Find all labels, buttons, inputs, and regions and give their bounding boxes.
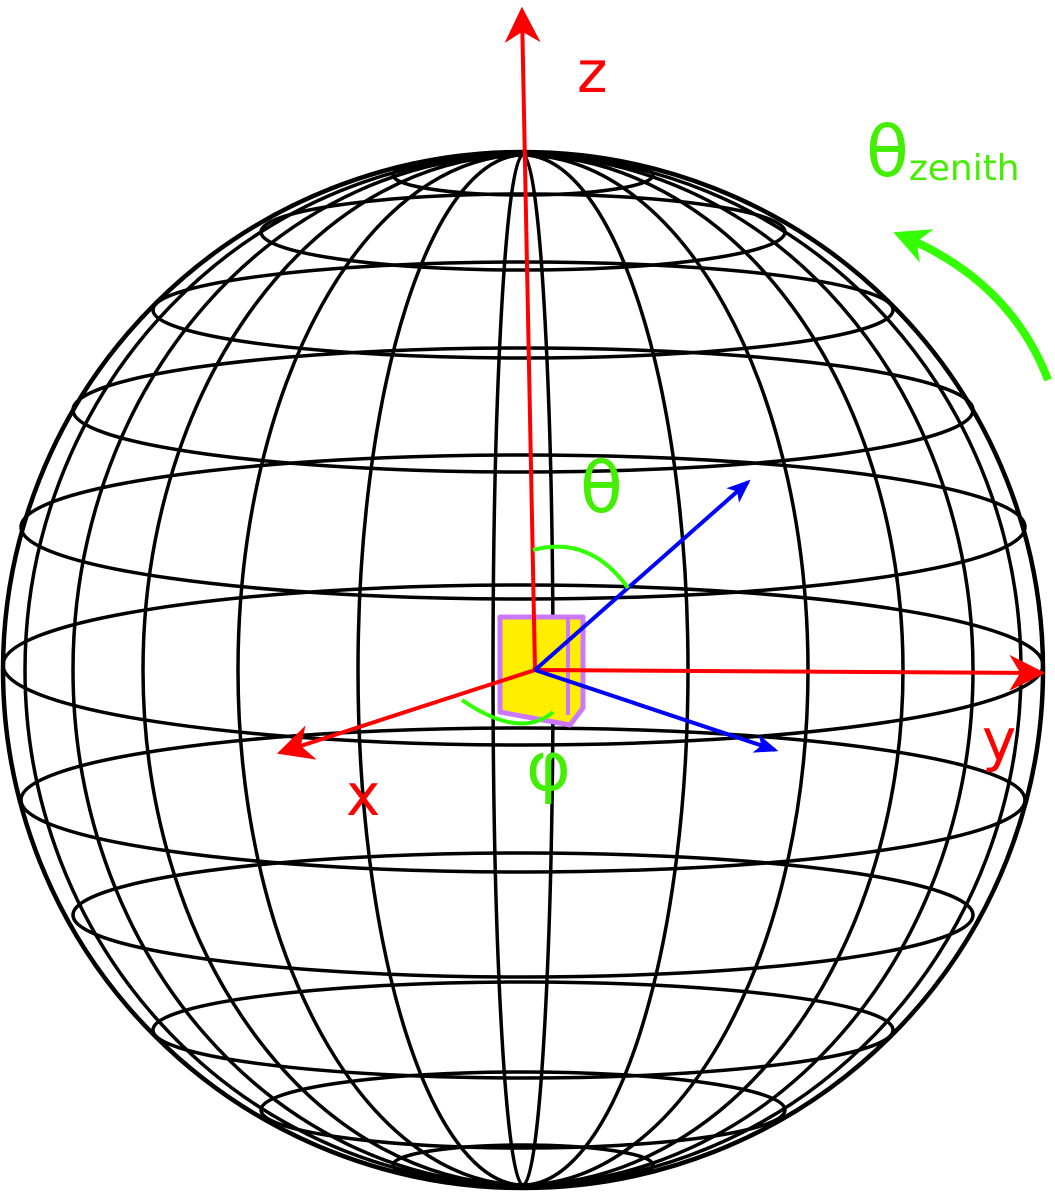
latitude-ring [151, 260, 895, 360]
sphere-wireframe [0, 149, 1046, 1191]
latitude-ring [19, 726, 1027, 874]
latitude-ring [391, 1143, 655, 1187]
angle-arcs [460, 544, 630, 726]
zenith-arrow [893, 229, 1052, 382]
z-axis-label: z [577, 38, 607, 106]
direction-vectors [533, 479, 779, 753]
z-axis [504, 6, 541, 671]
theta-label: θ [580, 447, 623, 529]
theta-zenith-subscript: zenith [909, 148, 1020, 189]
phi-label: φ [526, 728, 571, 807]
projection-vector [534, 668, 779, 753]
latitude-ring [71, 346, 975, 474]
axes [276, 6, 1046, 760]
latitude-ring [151, 980, 895, 1080]
x-axis [276, 668, 536, 760]
latitude-ring [71, 851, 975, 979]
y-axis [534, 654, 1046, 691]
latitude-ring [19, 453, 1027, 601]
latitude-ring [259, 192, 787, 272]
theta-zenith-symbol: θ [866, 111, 909, 193]
x-axis-label: x [346, 761, 380, 829]
y-axis-label: y [982, 706, 1016, 774]
theta-zenith-label: θzenith [866, 111, 1020, 193]
theta-arc [532, 544, 630, 590]
latitude-ring [259, 1070, 787, 1150]
phi-arc [460, 698, 555, 726]
direction-vector [533, 479, 751, 672]
